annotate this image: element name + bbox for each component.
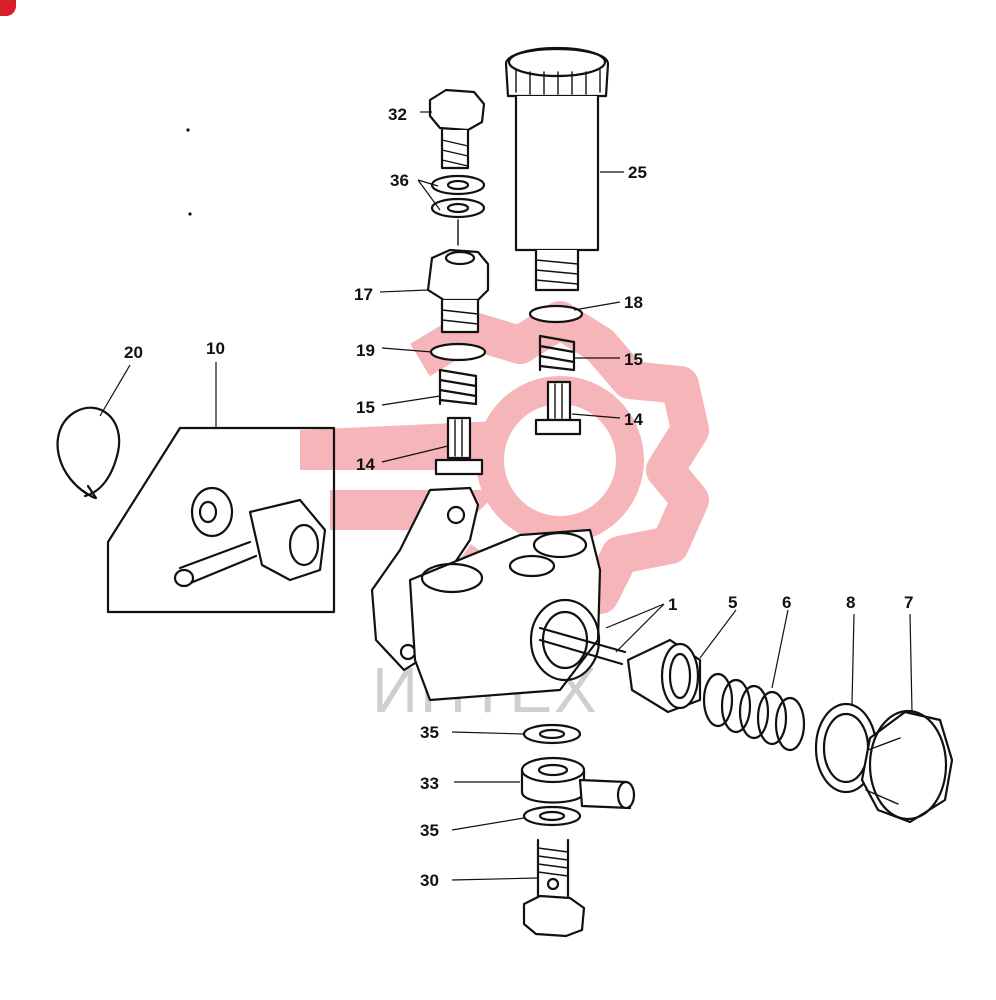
label-35-lower: 35	[420, 821, 439, 840]
corner-badge	[0, 0, 16, 16]
part-8-gasket	[814, 702, 878, 794]
part-5-sleeve	[626, 638, 702, 714]
label-6: 6	[782, 593, 791, 612]
label-1: 1	[668, 595, 677, 614]
scan-dot	[188, 212, 192, 216]
part-15-spring-right	[538, 334, 576, 372]
label-17: 17	[354, 285, 373, 304]
part-14-valve-right	[534, 380, 582, 436]
label-15-right: 15	[624, 350, 643, 369]
label-19: 19	[356, 341, 375, 360]
label-10: 10	[206, 339, 225, 358]
label-8: 8	[846, 593, 855, 612]
part-30-banjo-bolt	[522, 838, 586, 938]
part-14-valve-left	[434, 416, 484, 476]
label-36: 36	[390, 171, 409, 190]
label-25: 25	[628, 163, 647, 182]
part-35-washer-upper	[522, 723, 582, 745]
part-10-kit-box	[106, 426, 336, 614]
label-20: 20	[124, 343, 143, 362]
part-35-washer-lower	[522, 805, 582, 827]
label-30: 30	[420, 871, 439, 890]
part-19-o-ring	[429, 342, 487, 362]
part-17-fitting	[426, 248, 490, 334]
leader-lines	[99, 111, 913, 881]
label-33: 33	[420, 774, 439, 793]
part-25-primer-pump	[504, 46, 610, 292]
part-20-snap-ring	[56, 406, 121, 500]
label-14-left: 14	[356, 455, 375, 474]
part-1-pump-body	[370, 486, 627, 702]
scan-dot	[186, 128, 190, 132]
label-35-upper: 35	[420, 723, 439, 742]
label-7: 7	[904, 593, 913, 612]
label-15-left: 15	[356, 398, 375, 417]
label-14-right: 14	[624, 410, 643, 429]
part-15-spring-left	[438, 368, 478, 406]
part-33-banjo	[520, 756, 636, 810]
label-32: 32	[388, 105, 407, 124]
label-18: 18	[624, 293, 643, 312]
part-32-bolt	[428, 88, 486, 170]
part-6-spring	[702, 672, 806, 752]
part-36-washers	[430, 174, 486, 246]
part-7-plug	[860, 709, 954, 824]
part-18-o-ring	[528, 304, 584, 324]
label-5: 5	[728, 593, 737, 612]
